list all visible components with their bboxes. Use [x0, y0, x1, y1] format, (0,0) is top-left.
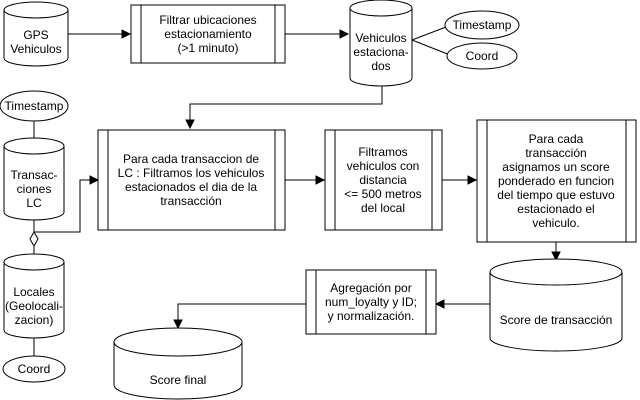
arrowhead-scoretx	[551, 251, 561, 262]
node-label-transacciones-line: ciones	[17, 182, 52, 196]
edge-transacciones-to-paracada	[33, 179, 92, 233]
diamond-connector	[29, 230, 39, 248]
arrowhead-paracada	[185, 119, 195, 130]
node-label-locales-line: zacion)	[15, 313, 54, 327]
node-label-para-cada-tx-line: estacionados el dia de la	[125, 180, 257, 194]
node-label-filtramos-dist-line: vehiculos con	[347, 159, 420, 173]
node-label-agregacion-line: num_loyalty y ID;	[325, 295, 417, 309]
node-label-filtrar-line: estacionamiento	[164, 27, 252, 41]
arrowhead-filtrar	[121, 29, 132, 39]
node-label-transacciones-line: LC	[26, 196, 42, 210]
node-label-coord-top-line: Coord	[466, 49, 499, 63]
node-label-filtrar-line: (>1 minuto)	[177, 41, 238, 55]
node-label-locales-line: (Geolocali-	[5, 299, 63, 313]
arrowhead-filtramos	[315, 175, 326, 185]
node-label-score-asign-line: asignamos un score	[502, 160, 610, 174]
node-label-vehiculos-est-line: estaciona-	[353, 45, 408, 59]
edge-vehiculos-to-paracada	[189, 86, 383, 122]
node-label-vehiculos-est-line: dos	[371, 59, 390, 73]
node-label-score-final-line: Score final	[150, 373, 207, 387]
node-label-coord-bottom-line: Coord	[18, 362, 51, 376]
arrowhead-score-asign	[467, 175, 478, 185]
node-label-score-asign-line: Para cada	[529, 132, 584, 146]
arrowhead-scorefinal	[173, 319, 183, 330]
node-label-transacciones-line: Transac-	[11, 168, 58, 182]
node-label-agregacion-line: Agregación por	[330, 281, 411, 295]
node-label-score-asign-line: estacionado el	[517, 202, 594, 216]
node-score-final: Score final	[113, 327, 243, 400]
node-label-agregacion-line: y normalización.	[328, 309, 415, 323]
node-label-filtramos-dist-line: del local	[361, 201, 405, 215]
node-label-timestamp-top-line: Timestamp	[453, 18, 512, 32]
node-label-gps-line: Vehiculos	[10, 42, 61, 56]
node-label-para-cada-tx-line: LC : Filtramos los vehiculos	[118, 166, 265, 180]
node-label-timestamp-left-line: Timestamp	[5, 99, 64, 113]
arrowhead-vehiculos	[339, 29, 350, 39]
node-label-score-tx-line: Score de transacción	[500, 313, 613, 327]
node-label-gps-line: GPS	[23, 28, 48, 42]
arrowhead-agregacion	[434, 299, 445, 309]
node-label-filtramos-dist-line: distancia	[359, 173, 407, 187]
node-label-score-asign-line: vehiculo.	[532, 216, 579, 230]
node-label-filtrar-line: Filtrar ubicaciones	[159, 13, 256, 27]
node-label-filtramos-dist-line: <= 500 metros	[344, 187, 421, 201]
node-coord-bottom: Coord	[2, 355, 66, 383]
node-timestamp-left: Timestamp	[0, 90, 69, 122]
arrowhead-paracada-left	[89, 175, 100, 185]
node-label-score-asign-line: ponderado en funcion	[498, 174, 614, 188]
edges	[29, 26, 561, 356]
edge-vehiculos-coord	[411, 39, 451, 56]
node-label-filtramos-dist-line: Filtramos	[358, 145, 407, 159]
node-label-para-cada-tx-line: Para cada transaccion de	[123, 152, 259, 166]
node-label-score-asign-line: transacción	[525, 146, 586, 160]
edge-vehiculos-timestamp	[411, 26, 447, 41]
node-timestamp-top: Timestamp	[444, 10, 520, 40]
node-label-vehiculos-est-line: Vehiculos	[355, 31, 406, 45]
node-coord-top: Coord	[446, 42, 518, 70]
edge-agregacion-to-scorefinal	[177, 303, 306, 322]
node-label-para-cada-tx-line: transacción	[160, 194, 221, 208]
node-locales: Locales(Geolocali-zacion)	[3, 253, 65, 339]
node-score-transaccion: Score de transacción	[489, 258, 623, 352]
node-label-score-asign-line: del tiempo que estuvo	[497, 188, 615, 202]
node-label-locales-line: Locales	[13, 285, 54, 299]
